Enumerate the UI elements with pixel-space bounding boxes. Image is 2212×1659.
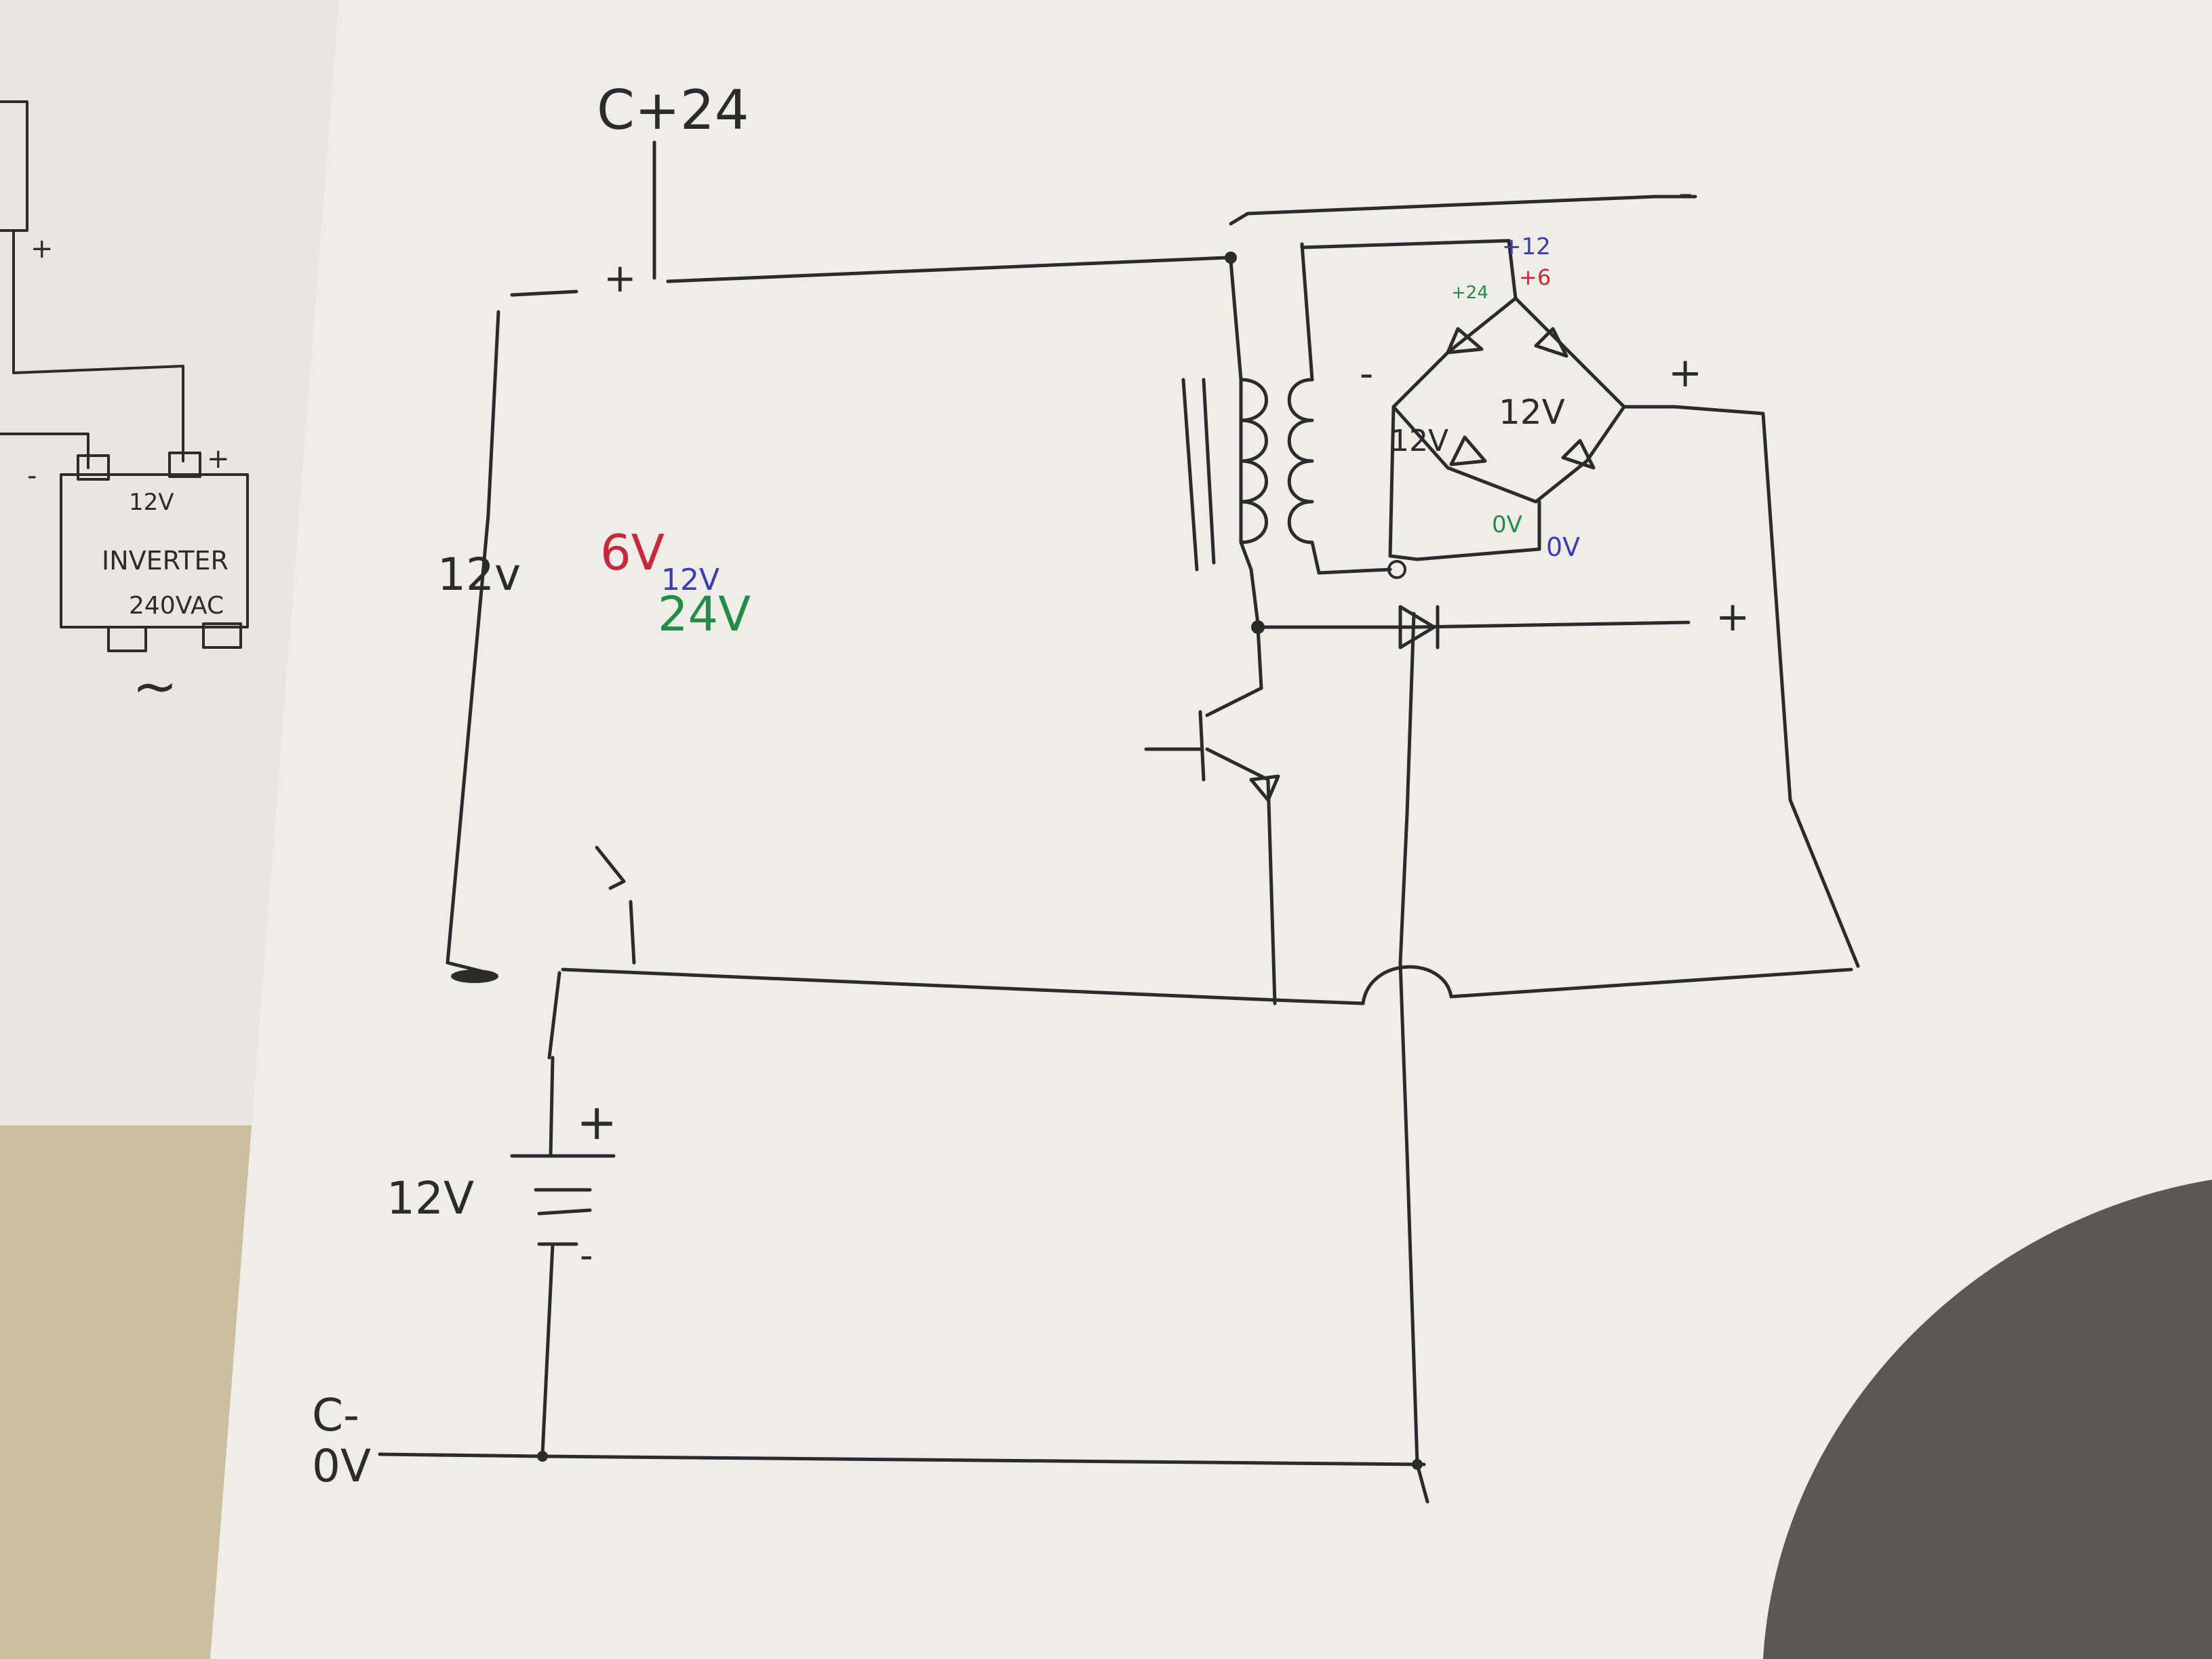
ground-line2-label: 0V [312,1440,371,1492]
inverter-plus: + [207,443,230,475]
ac-symbol: ~ [132,655,178,718]
battery-plus-label: + [576,1094,617,1151]
bridge-plus-label: + [1668,349,1702,397]
inverter-sketch: + - + 12V INVERTER 240VAC ~ [0,100,249,718]
inverter-top-plus: + [31,233,54,264]
schematic-wires [378,140,1860,1504]
diode-output-plus-label: + [1716,593,1750,641]
bridge-center-12v-label: 12V [1499,393,1565,432]
inverter-minus: - [27,460,37,492]
voltage-green-label: 24V [658,586,751,642]
schematic-labels: C+24 + - 12v 6V 12V 24V +12 +6 +24 - 12V… [312,79,1750,1492]
bridge-left-12v-label: 12V [1390,424,1448,458]
bridge-top-blue-label: +12 [1502,233,1551,260]
bridge-bottom-blue-label: 0V [1546,532,1580,562]
ground-line1-label: C- [312,1389,359,1441]
main-paper [210,0,2212,1659]
bridge-top-red-label: +6 [1519,264,1551,290]
battery-voltage-label: 12V [387,1172,474,1224]
bridge-bottom-green-label: 0V [1492,511,1522,538]
top-right-minus-label: - [1678,169,1693,217]
bridge-minus-label: - [1360,352,1373,396]
table-surface [0,1125,285,1659]
back-paper [0,0,353,1139]
top-supply-label: C+24 [597,79,749,142]
inverter-output: 240VAC [129,592,224,620]
shadow [1763,1180,2212,1659]
bridge-top-green-label: +24 [1451,283,1488,303]
left-rail-label: 12v [437,548,521,601]
battery-minus-label: - [580,1234,593,1277]
voltage-blue-label: 12V [661,563,719,597]
inverter-input: 12V [129,489,174,516]
voltage-red-label: 6V [600,524,665,581]
inverter-title: INVERTER [102,546,229,576]
top-plus-label: + [604,255,637,301]
